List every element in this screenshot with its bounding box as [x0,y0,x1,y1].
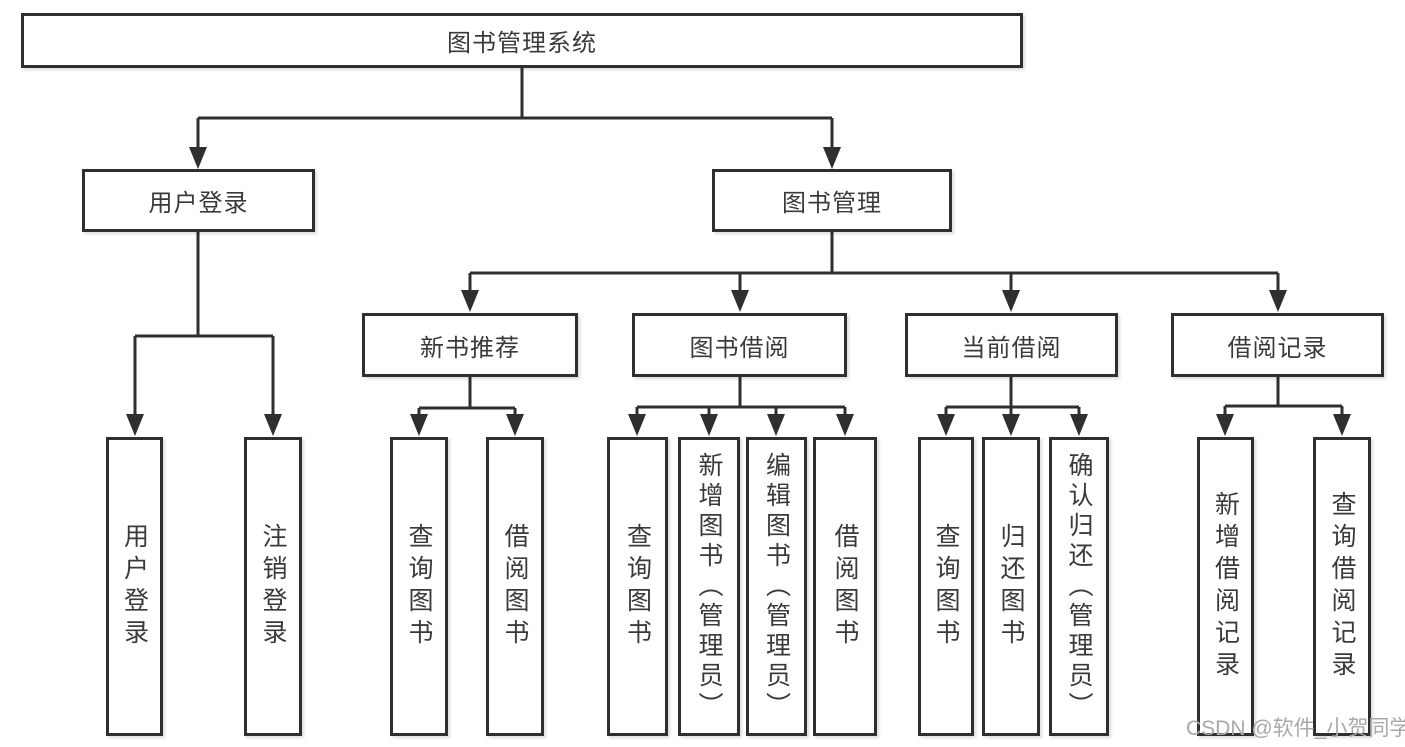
csdn-watermark: CSDN @软件_小贺同学 [1186,717,1405,740]
node-user-login: 用户登录 [82,169,315,232]
node-book-management: 图书管理 [712,169,952,232]
leaf-query-borrow-record: 查询借阅记录 [1313,437,1371,736]
leaf-borrow-books: 借阅图书 [813,437,877,736]
leaf-confirm-return-admin: 确认归还（管理员） [1049,437,1109,736]
leaf-query-books-current: 查询图书 [918,437,974,736]
leaf-logout-login: 注销登录 [244,437,302,736]
leaf-query-books-recommend: 查询图书 [390,437,448,736]
node-borrowing-records: 借阅记录 [1171,313,1384,377]
node-new-book-recommendation: 新书推荐 [362,313,578,377]
leaf-user-login: 用户登录 [106,437,163,736]
leaf-borrow-books-recommend: 借阅图书 [486,437,544,736]
leaf-add-books-admin: 新增图书（管理员） [678,437,740,736]
leaf-add-borrow-record: 新增借阅记录 [1197,437,1254,736]
leaf-return-books: 归还图书 [982,437,1040,736]
leaf-edit-books-admin: 编辑图书（管理员） [746,437,807,736]
node-current-borrowing: 当前借阅 [905,313,1118,377]
leaf-query-books-borrowing: 查询图书 [607,437,668,736]
node-library-management-system: 图书管理系统 [21,13,1023,68]
node-book-borrowing: 图书借阅 [632,313,847,377]
